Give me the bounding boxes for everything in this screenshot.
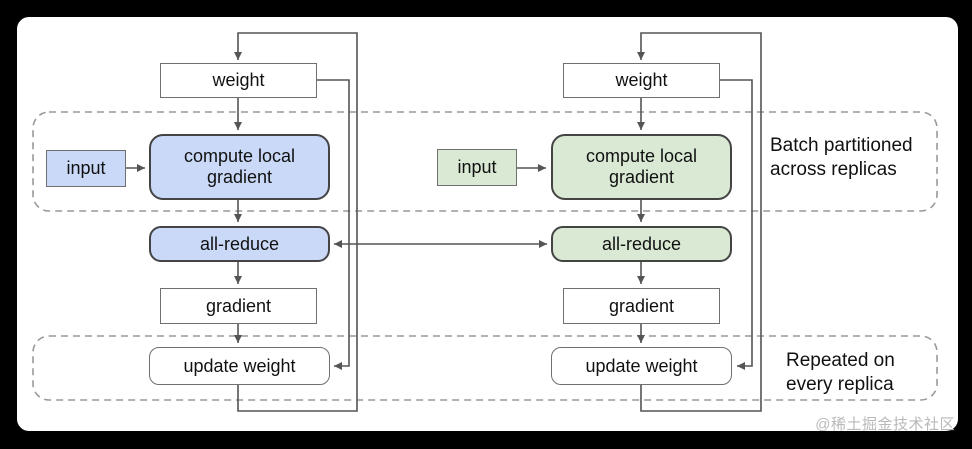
replica2-weight-box: weight [563, 63, 720, 98]
replica2-update-weight-box: update weight [551, 347, 732, 385]
replica1-compute-local-gradient-box: compute local gradient [149, 134, 330, 200]
replica2-all-reduce-box: all-reduce [551, 226, 732, 262]
replica1-all-reduce-box: all-reduce [149, 226, 330, 262]
replica2-input-box: input [437, 149, 517, 186]
replica1-weight-box: weight [160, 63, 317, 98]
batch-partitioned-label: Batch partitioned across replicas [770, 135, 913, 180]
replica1-gradient-box: gradient [160, 288, 317, 324]
watermark: @稀土掘金技术社区 [815, 416, 955, 433]
replica1-update-weight-box: update weight [149, 347, 330, 385]
replica1-input-box: input [46, 150, 126, 187]
replica2-gradient-box: gradient [563, 288, 720, 324]
repeated-label: Repeated on every replica [786, 350, 895, 395]
replica2-compute-local-gradient-box: compute local gradient [551, 134, 732, 200]
